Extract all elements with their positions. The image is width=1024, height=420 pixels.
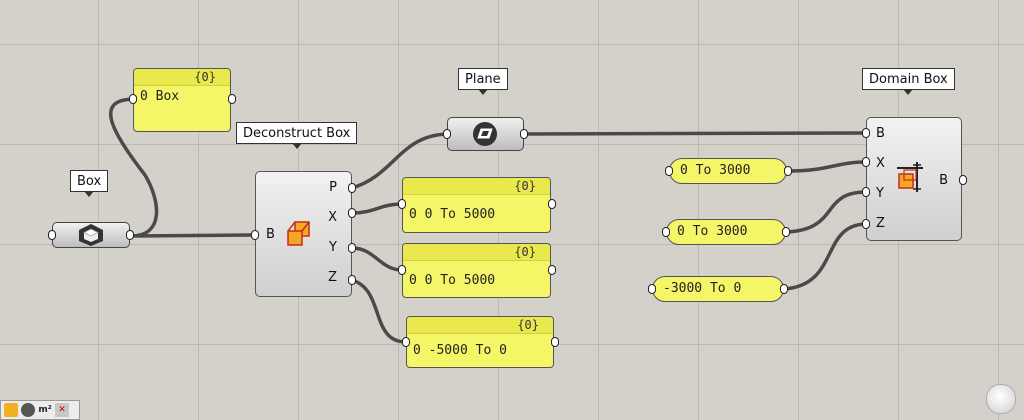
domain-y-port[interactable] <box>862 187 870 197</box>
box-component[interactable] <box>52 222 130 248</box>
deconstruct-box-icon <box>287 221 310 246</box>
deconstruct-input-port[interactable] <box>251 230 259 240</box>
navigation-compass[interactable] <box>986 384 1016 414</box>
panel-header: {0} <box>407 317 553 334</box>
wire-p-to-plane <box>350 132 450 190</box>
x-panel-input-port[interactable] <box>398 199 406 209</box>
deconstruct-input-b: B <box>266 227 275 242</box>
status-toolbar: m² ✕ <box>0 400 80 420</box>
domain-z-port[interactable] <box>862 219 870 229</box>
panel-value: 0 Box <box>140 89 180 104</box>
plane-component[interactable] <box>447 117 524 151</box>
x-slider-input-port[interactable] <box>665 166 673 176</box>
wire-y-to-panel <box>350 246 404 272</box>
deconstruct-output-z: Z <box>328 270 337 285</box>
y-domain-panel[interactable]: {0} 0 0 To 5000 <box>402 243 551 298</box>
domain-box-component[interactable]: B X Y Z B <box>866 117 962 241</box>
domain-input-z: Z <box>876 216 885 231</box>
wire-box-to-deconstruct <box>129 233 256 238</box>
panel-value: 0 -5000 To 0 <box>413 343 507 358</box>
x-domain-panel[interactable]: {0} 0 0 To 5000 <box>402 177 551 233</box>
z-panel-output-port[interactable] <box>551 337 559 347</box>
panel-header: {0} <box>134 69 230 86</box>
z-panel-input-port[interactable] <box>402 337 410 347</box>
y-slider-output-port[interactable] <box>782 227 790 237</box>
panel-value: 0 0 To 5000 <box>409 273 496 288</box>
panel-header: {0} <box>403 244 550 261</box>
deconstruct-y-port[interactable] <box>348 243 356 253</box>
panel-header: {0} <box>403 178 550 195</box>
plane-output-port[interactable] <box>520 129 528 139</box>
z-domain-panel[interactable]: {0} 0 -5000 To 0 <box>406 316 554 368</box>
x-slider-output-port[interactable] <box>784 166 792 176</box>
domain-b-port[interactable] <box>862 128 870 138</box>
domain-input-b: B <box>876 126 885 141</box>
y-panel-input-port[interactable] <box>398 265 406 275</box>
deconstruct-p-port[interactable] <box>348 183 356 193</box>
panel-value: 0 0 To 5000 <box>409 207 496 222</box>
z-slider-input-port[interactable] <box>648 284 656 294</box>
z-slider-output-port[interactable] <box>780 284 788 294</box>
units-button[interactable]: m² <box>38 405 52 415</box>
plane-icon <box>473 122 497 146</box>
z-domain-slider[interactable]: -3000 To 0 <box>652 276 784 302</box>
domain-box-label: Domain Box <box>862 68 955 95</box>
deconstruct-x-port[interactable] <box>348 208 356 218</box>
box-label: Box <box>70 170 109 197</box>
plane-label: Plane <box>458 68 508 95</box>
wire-yslider-to-domain <box>784 190 868 234</box>
domain-x-port[interactable] <box>862 157 870 167</box>
wire-box-to-panel <box>108 97 159 238</box>
deconstruct-output-x: X <box>328 210 337 225</box>
deconstruct-output-p: P <box>329 180 337 195</box>
zoom-icon[interactable] <box>4 403 18 417</box>
domain-output-port[interactable] <box>959 175 967 185</box>
y-domain-slider[interactable]: 0 To 3000 <box>666 219 786 245</box>
plane-input-port[interactable] <box>443 129 451 139</box>
preview-icon[interactable] <box>21 403 35 417</box>
y-slider-input-port[interactable] <box>662 227 670 237</box>
box-input-port[interactable] <box>48 230 56 240</box>
box-icon <box>79 224 103 246</box>
wire-z-to-panel <box>350 278 408 344</box>
domain-input-y: Y <box>876 186 884 201</box>
box-panel-input-port[interactable] <box>129 94 137 104</box>
deconstruct-label: Deconstruct Box <box>236 122 358 149</box>
x-domain-slider[interactable]: 0 To 3000 <box>669 158 787 184</box>
wire-zslider-to-domain <box>782 222 868 291</box>
x-panel-output-port[interactable] <box>548 199 556 209</box>
wire-x-to-panel <box>350 202 404 215</box>
box-panel-output-port[interactable] <box>228 94 236 104</box>
box-output-port[interactable] <box>126 230 134 240</box>
domain-output-b: B <box>939 173 948 188</box>
y-panel-output-port[interactable] <box>548 265 556 275</box>
wire-plane-to-domain <box>522 131 868 136</box>
deconstruct-box-component[interactable]: B P X Y Z <box>255 171 352 297</box>
domain-input-x: X <box>876 156 885 171</box>
domain-box-icon <box>897 162 923 192</box>
box-panel[interactable]: {0} 0 Box <box>133 68 231 132</box>
deconstruct-z-port[interactable] <box>348 275 356 285</box>
deconstruct-output-y: Y <box>329 240 337 255</box>
disable-solver-icon[interactable]: ✕ <box>55 403 69 417</box>
wire-xslider-to-domain <box>786 160 868 173</box>
